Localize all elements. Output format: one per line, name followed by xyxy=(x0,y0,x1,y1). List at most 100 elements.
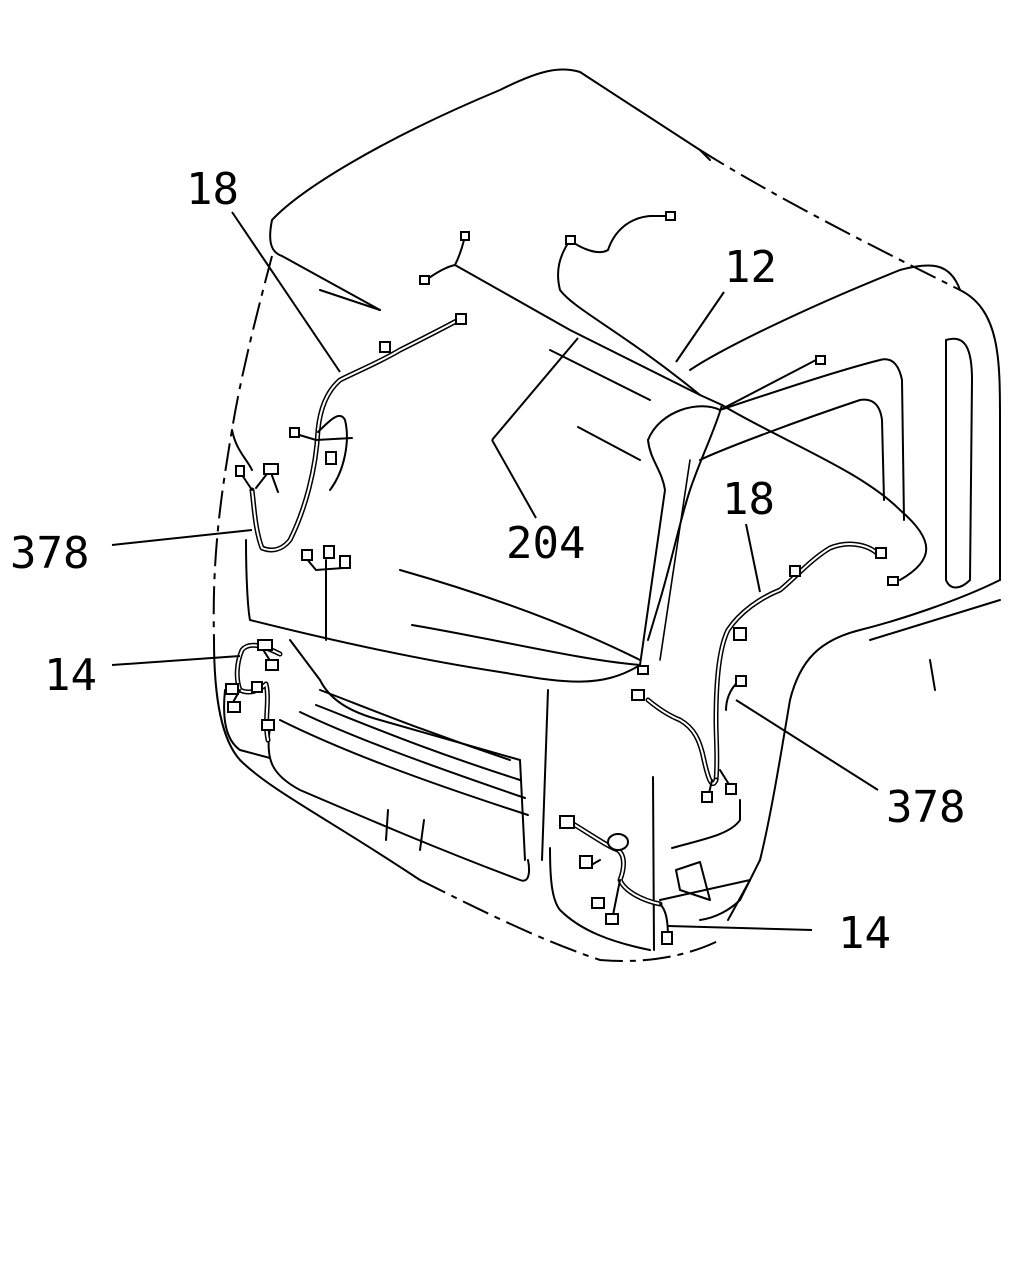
harness-204-wire-main xyxy=(425,239,723,406)
harness-14-right-connector-2 xyxy=(579,855,593,869)
cab-left-lower xyxy=(213,429,421,881)
harness-18-left-connector-6 xyxy=(235,465,245,477)
callouts: 18 12 204 378 18 14 378 14 xyxy=(10,164,965,959)
harness-204-wire-right xyxy=(721,404,928,581)
harness-204-connector-4 xyxy=(665,211,676,221)
cab-left-pillar xyxy=(212,255,273,641)
side-panel-inner xyxy=(699,599,1001,921)
harness-18-right-connector-8 xyxy=(637,665,649,675)
harness-18-left-trunk-inner xyxy=(251,317,463,551)
harness-18-left-branch xyxy=(295,414,353,491)
harness-204-connector-6 xyxy=(887,576,899,586)
harness-18-left-connector-5 xyxy=(263,463,279,475)
leader-204 xyxy=(491,439,537,519)
grille-bar-3 xyxy=(299,711,526,799)
harness-18-right-connector-3 xyxy=(733,627,747,641)
harness-18-right-connector-6 xyxy=(701,791,713,803)
harness-18-left-connector-1 xyxy=(455,313,467,325)
leader-lines xyxy=(111,211,879,931)
harness-14-right-connector-1 xyxy=(559,815,575,829)
harness-18-left-connector-8 xyxy=(323,545,335,559)
a-pillar-inner xyxy=(659,459,691,661)
grille-bar-4 xyxy=(279,719,529,816)
callout-204: 204 xyxy=(506,518,585,569)
windshield-line xyxy=(319,289,641,461)
harness-14-right-connector-5 xyxy=(661,931,673,945)
grille-bar-1 xyxy=(319,689,511,761)
harness-18-right-connector-4 xyxy=(735,675,747,687)
hood-top xyxy=(245,539,641,683)
harness-18-left xyxy=(235,313,467,641)
harness-14-left-connector-4 xyxy=(227,701,241,713)
door-inner-frame xyxy=(699,398,885,501)
harness-18-left-connector-4 xyxy=(325,451,337,465)
leader-378-left xyxy=(111,529,253,546)
harness-18-left-trunk xyxy=(249,315,465,553)
harness-18-right-connector-7 xyxy=(725,783,737,795)
grille-frame xyxy=(519,689,549,861)
leader-18-right xyxy=(745,523,761,593)
callout-378-right: 378 xyxy=(886,782,965,833)
harness-204-wire-down xyxy=(647,404,723,641)
side-panel-line xyxy=(759,579,1001,861)
harness-14-right-trunk-inner xyxy=(569,821,661,905)
a-pillar-right xyxy=(639,439,666,666)
harness-18-right-connector-1 xyxy=(875,547,887,559)
hood-front xyxy=(399,569,641,661)
grille-upper xyxy=(289,639,521,761)
harness-18-left-connector-7 xyxy=(301,549,313,561)
leader-12 xyxy=(675,291,725,363)
harness-14-left-connector-1 xyxy=(257,639,273,651)
callout-14-left: 14 xyxy=(44,650,97,701)
step-panel xyxy=(659,861,751,921)
harness-204-connector-3 xyxy=(565,235,576,245)
roof-outline xyxy=(271,68,701,221)
harness-18-right-connector-5 xyxy=(631,689,645,701)
door-frame xyxy=(647,358,905,521)
leader-14-right xyxy=(667,925,813,931)
rear-window xyxy=(945,337,973,589)
grille-bar-2 xyxy=(315,704,521,781)
harness-14-right-connector-3 xyxy=(591,897,605,909)
callout-14-right: 14 xyxy=(838,908,891,959)
harness-18-right-trunk xyxy=(713,541,883,783)
harness-18-right-trunk-inner xyxy=(715,543,881,781)
harness-204-wire-top2 xyxy=(569,215,669,254)
roof-front-edge xyxy=(269,219,381,311)
harness-18-right-branch xyxy=(707,683,737,799)
roof-rear-corner xyxy=(959,289,1001,581)
headlight-right-inner xyxy=(652,776,741,951)
harness-14-right xyxy=(559,815,673,945)
harness-204-wire-top xyxy=(557,239,701,396)
roof-side-line xyxy=(689,149,961,371)
harness-18-right-connector-2 xyxy=(789,565,801,577)
harness-18-left-connector-9 xyxy=(339,555,351,569)
bumper-inner xyxy=(385,809,425,851)
harness-14-left-connector-2 xyxy=(265,659,279,671)
harness-204-connector-5 xyxy=(815,355,826,365)
harness-18-left-connector-2 xyxy=(379,341,391,353)
callout-18-left: 18 xyxy=(186,164,239,215)
windshield-top xyxy=(549,349,651,401)
harness-14-right-grommet xyxy=(607,833,629,851)
bumper-outline xyxy=(267,727,530,882)
harness-18-right-lower-inner xyxy=(647,699,717,785)
cab-bottom-dash xyxy=(419,879,721,962)
harness-14-right-connector-4 xyxy=(605,913,619,925)
harness-14-left-connector-3 xyxy=(225,683,239,695)
headlight-left xyxy=(223,689,271,759)
cab-body xyxy=(212,68,1001,962)
harness-18-left-connector-3 xyxy=(289,427,300,438)
leader-18-left xyxy=(231,211,341,373)
hood-crease xyxy=(411,624,641,666)
leader-378-right xyxy=(735,699,879,791)
harness-18-left-drop xyxy=(305,557,345,641)
roof-dashed-rear xyxy=(699,149,961,291)
harness-14-left-connector-5 xyxy=(261,719,275,731)
harness-14-left xyxy=(225,639,283,743)
leader-204-ext xyxy=(491,337,579,441)
callout-378-left: 378 xyxy=(10,528,89,579)
headlight-right xyxy=(549,847,651,951)
harness-14-left-connector-6 xyxy=(251,681,263,693)
